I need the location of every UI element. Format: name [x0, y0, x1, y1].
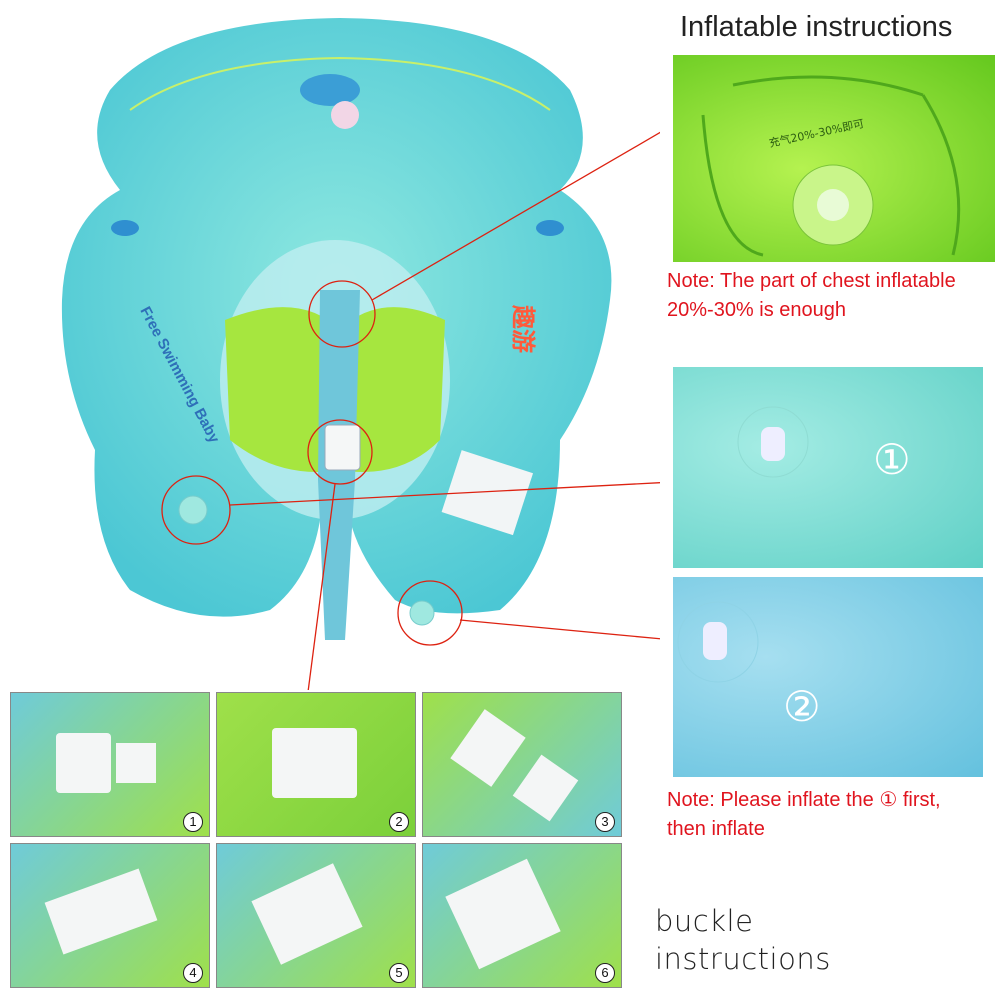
buckle-step-5: 5: [216, 843, 416, 988]
buckle-step-6: 6: [422, 843, 622, 988]
inflatable-instructions-title: Inflatable instructions: [680, 11, 953, 43]
order-note: Note: Please inflate the ① first, then i…: [667, 786, 941, 844]
chest-note: Note: The part of chest inflatable 20%-3…: [667, 267, 956, 325]
chest-note-line2: 20%-30% is enough: [667, 299, 847, 321]
valve-two-label: ②: [783, 682, 821, 731]
order-note-line2: then inflate: [667, 818, 765, 840]
step-number: 3: [595, 812, 615, 832]
chest-note-line1: Note: The part of chest inflatable: [667, 270, 956, 292]
buckle-title-line1: buckle: [655, 904, 754, 938]
buckle-step-2: 2: [216, 692, 416, 837]
valve-one-label: ①: [873, 435, 911, 484]
valve-one-photo: ①: [673, 367, 983, 568]
brand-logo: 趣游: [509, 304, 537, 353]
step-number: 1: [183, 812, 203, 832]
buckle-instructions-title: buckle instructions: [655, 902, 831, 978]
valve-two-photo: ②: [673, 577, 983, 777]
step-number: 2: [389, 812, 409, 832]
step-number: 6: [595, 963, 615, 983]
buckle-step-1: 1: [10, 692, 210, 837]
chest-valve-photo: 充气20%-30%即可: [673, 55, 995, 262]
buckle-title-line2: instructions: [655, 942, 831, 976]
buckle-step-4: 4: [10, 843, 210, 988]
step-number: 5: [389, 963, 409, 983]
buckle-step-3: 3: [422, 692, 622, 837]
step-number: 4: [183, 963, 203, 983]
product-float-image: Free Swimming Baby 趣游: [0, 0, 660, 690]
order-note-line1: Note: Please inflate the ① first,: [667, 789, 941, 811]
